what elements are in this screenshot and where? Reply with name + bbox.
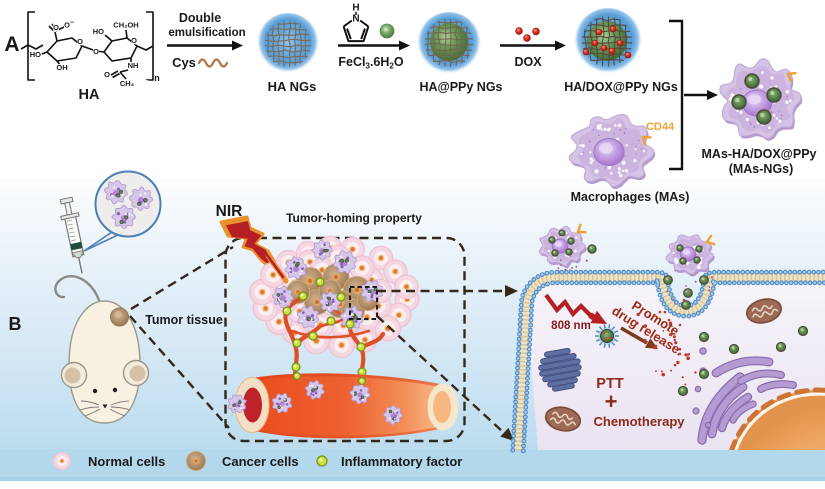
svg-text:H: H	[352, 3, 359, 14]
svg-text:O: O	[64, 21, 70, 30]
svg-text:Cancer cells: Cancer cells	[222, 454, 299, 469]
svg-text:Macrophages (MAs): Macrophages (MAs)	[571, 190, 690, 204]
svg-text:HA: HA	[79, 87, 100, 103]
svg-text:Inflammatory factor: Inflammatory factor	[341, 454, 462, 469]
svg-text:OH: OH	[56, 63, 67, 72]
svg-text:O: O	[77, 37, 83, 46]
svg-text:N: N	[352, 14, 359, 25]
svg-text:CH₂OH: CH₂OH	[113, 21, 138, 30]
svg-text:NH: NH	[128, 61, 139, 70]
svg-text:O: O	[93, 47, 99, 56]
svg-text:HO: HO	[93, 27, 104, 36]
svg-text:n: n	[154, 73, 160, 83]
svg-text:PTT: PTT	[596, 376, 624, 392]
svg-text:HA/DOX@PPy NGs: HA/DOX@PPy NGs	[564, 80, 678, 94]
svg-text:emulsification: emulsification	[168, 27, 245, 39]
svg-text:Tumor tissue: Tumor tissue	[145, 313, 223, 327]
svg-text:(MAs-NGs): (MAs-NGs)	[729, 162, 794, 176]
svg-text:A: A	[4, 33, 19, 56]
svg-text:CD44: CD44	[646, 121, 675, 133]
svg-text:HA NGs: HA NGs	[268, 79, 317, 94]
svg-text:MAs-HA/DOX@PPy: MAs-HA/DOX@PPy	[702, 147, 817, 161]
svg-text:O: O	[53, 23, 59, 32]
svg-text:NIR: NIR	[216, 203, 243, 220]
svg-text:FeCl3.6H2O: FeCl3.6H2O	[338, 55, 403, 71]
svg-text:O: O	[104, 70, 110, 79]
svg-text:Tumor-homing property: Tumor-homing property	[286, 211, 422, 225]
svg-text:+: +	[605, 389, 618, 414]
svg-text:Double: Double	[179, 11, 221, 25]
svg-text:Normal cells: Normal cells	[88, 454, 165, 469]
svg-text:CH₃: CH₃	[120, 79, 135, 88]
svg-text:−: −	[70, 20, 74, 27]
svg-text:Chemotherapy: Chemotherapy	[593, 414, 685, 429]
svg-text:Cys: Cys	[172, 55, 196, 70]
svg-text:O: O	[131, 36, 137, 45]
svg-text:DOX: DOX	[514, 55, 542, 69]
svg-text:B: B	[9, 314, 22, 334]
svg-text:HO: HO	[30, 50, 41, 59]
svg-text:808 nm: 808 nm	[551, 320, 591, 332]
svg-text:HA@PPy NGs: HA@PPy NGs	[419, 80, 502, 94]
